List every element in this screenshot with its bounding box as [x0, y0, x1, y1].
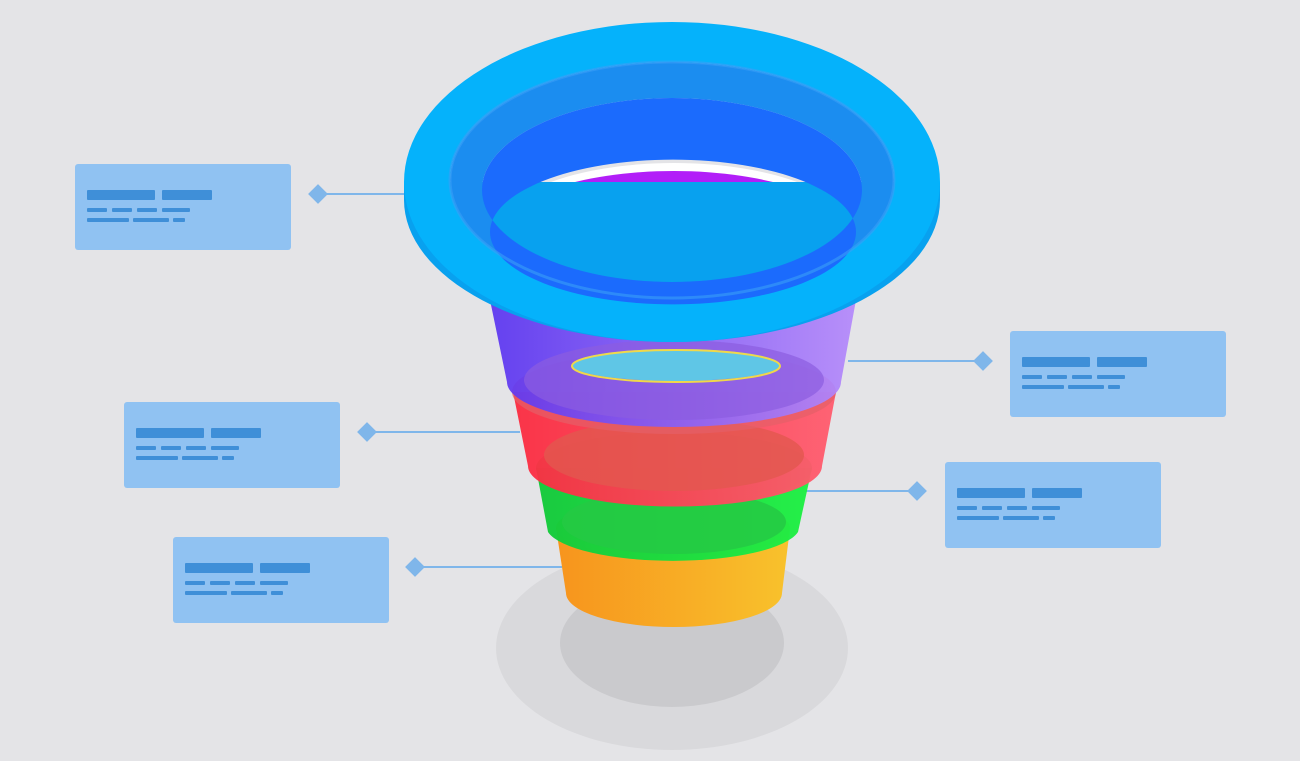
card-text-placeholder [1068, 385, 1104, 389]
card-text-placeholder [957, 506, 977, 510]
card-title-placeholder [185, 563, 253, 573]
card-text-placeholder [136, 456, 178, 460]
connector-diamond-2 [973, 351, 993, 371]
card-text-placeholder [1108, 385, 1120, 389]
stage-5-label-card [173, 537, 389, 623]
card-title-placeholder [211, 428, 261, 438]
stage-4-label-card [945, 462, 1161, 548]
card-title-placeholder [1097, 357, 1147, 367]
card-text-placeholder [1097, 375, 1125, 379]
funnel-stage-1 [404, 21, 940, 343]
card-text-placeholder [182, 456, 218, 460]
card-text-placeholder [1007, 506, 1027, 510]
card-title-placeholder [162, 190, 212, 200]
card-text-placeholder [211, 446, 239, 450]
card-text-placeholder [231, 591, 267, 595]
card-text-placeholder [112, 208, 132, 212]
card-text-placeholder [161, 446, 181, 450]
card-text-placeholder [260, 581, 288, 585]
card-text-placeholder [186, 446, 206, 450]
card-text-placeholder [1043, 516, 1055, 520]
card-text-placeholder [1003, 516, 1039, 520]
card-text-placeholder [271, 591, 283, 595]
card-text-placeholder [1047, 375, 1067, 379]
card-title-placeholder [87, 190, 155, 200]
card-text-placeholder [136, 446, 156, 450]
connector-diamond-3 [357, 422, 377, 442]
card-text-placeholder [87, 208, 107, 212]
card-text-placeholder [185, 591, 227, 595]
card-text-placeholder [185, 581, 205, 585]
card-text-placeholder [87, 218, 129, 222]
card-text-placeholder [1022, 385, 1064, 389]
card-text-placeholder [222, 456, 234, 460]
connector-diamond-1 [308, 184, 328, 204]
card-text-placeholder [1072, 375, 1092, 379]
card-text-placeholder [210, 581, 230, 585]
card-text-placeholder [957, 516, 999, 520]
card-text-placeholder [173, 218, 185, 222]
stage-2-label-card [1010, 331, 1226, 417]
stage-3-label-card [124, 402, 340, 488]
card-text-placeholder [982, 506, 1002, 510]
card-text-placeholder [1022, 375, 1042, 379]
card-title-placeholder [957, 488, 1025, 498]
card-title-placeholder [136, 428, 204, 438]
card-text-placeholder [133, 218, 169, 222]
card-title-placeholder [1022, 357, 1090, 367]
stage-1-label-card [75, 164, 291, 250]
card-text-placeholder [162, 208, 190, 212]
connector-diamond-5 [405, 557, 425, 577]
connector-diamond-4 [907, 481, 927, 501]
card-text-placeholder [137, 208, 157, 212]
card-title-placeholder [1032, 488, 1082, 498]
card-title-placeholder [260, 563, 310, 573]
connectors [308, 184, 993, 577]
card-text-placeholder [1032, 506, 1060, 510]
card-text-placeholder [235, 581, 255, 585]
